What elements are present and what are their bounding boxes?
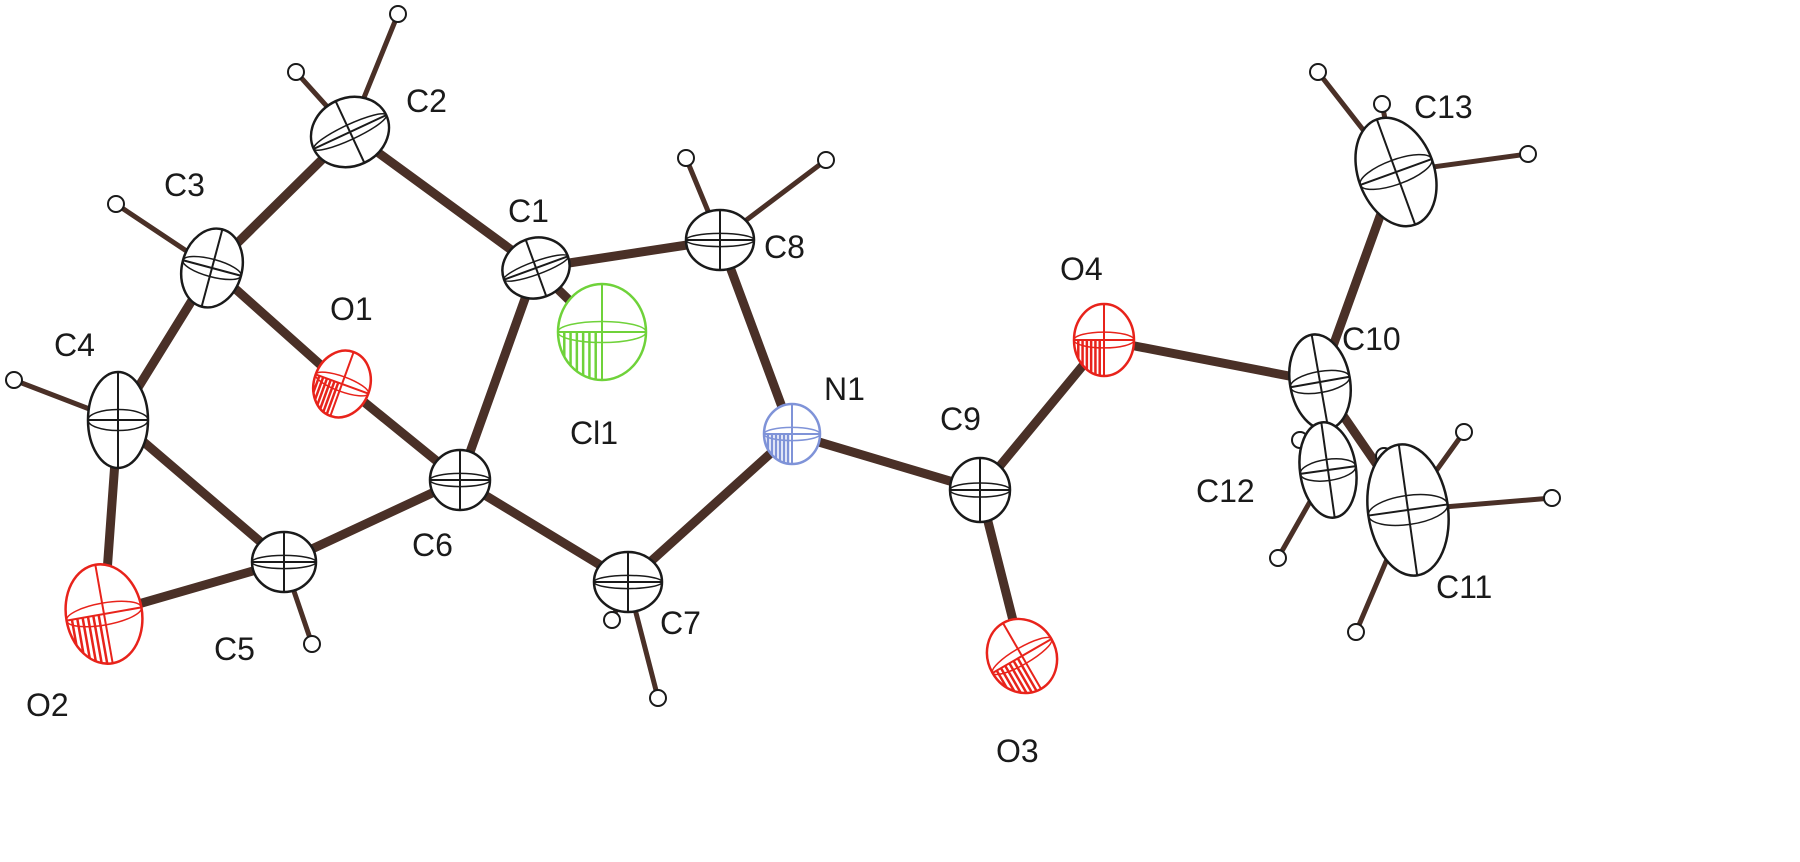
ellipsoid-octant-hatch [312,375,340,415]
ellipsoid-equator [991,636,1053,676]
atom-label-c4: C4 [54,327,95,363]
hydrogen-atom [1373,95,1391,113]
ellipsoid-equator [429,472,491,488]
atom-c7 [592,550,664,614]
ellipsoid-equator [251,554,317,570]
atom-c1 [501,236,571,300]
hydrogen-atoms-layer [5,5,1561,707]
hydrogen-atom [5,371,23,389]
ellipsoid-equator [685,232,755,248]
hydrogen-atom [1543,489,1561,507]
atom-o2 [64,563,144,665]
ellipsoid-equator [949,482,1011,498]
hydrogen-atom [303,635,321,653]
atom-label-o4: O4 [1060,251,1103,287]
atom-cl1 [556,282,648,382]
ellipsoid-axis [329,351,355,417]
ellipsoid-equator [763,426,821,442]
ellipsoid-axis [334,100,366,164]
ellipsoid-octant-hatch [766,434,790,464]
hydrogen-atom [1519,145,1537,163]
ellipsoid-axis [524,239,548,297]
atom-label-o2: O2 [26,687,69,723]
atom-label-c8: C8 [764,229,805,265]
bond-c1-c2 [345,127,541,273]
atom-c5 [250,530,318,594]
ellipsoid-equator [593,574,663,590]
atom-o3 [985,617,1059,695]
ellipsoid-axis [1002,622,1042,690]
hydrogen-atom [1309,63,1327,81]
atom-label-c10: C10 [1342,321,1401,357]
hydrogen-atom [1347,623,1365,641]
ellipsoid-equator [65,600,143,628]
atom-c2 [309,95,391,169]
ellipsoid-equator [1073,331,1135,349]
hydrogen-atom [107,195,125,213]
atom-label-c9: C9 [940,401,981,437]
hydrogen-atom [389,5,407,23]
ellipsoid-equator [87,408,149,432]
ellipsoid-equator [557,320,647,344]
atom-label-c11: C11 [1436,569,1492,605]
ellipsoid-axis [1397,444,1419,576]
atom-label-n1: N1 [824,371,865,407]
atom-label-c3: C3 [164,167,205,203]
atom-label-c7: C7 [660,605,701,641]
atom-label-c1: C1 [508,193,549,229]
atom-n1 [762,402,822,466]
hydrogen-atom [677,149,695,167]
atom-label-c2: C2 [406,83,447,119]
bond-o4-c10 [1099,335,1325,387]
bond-n1-c9 [787,429,985,495]
atom-c13 [1354,116,1438,228]
atom-label-o1: O1 [330,291,373,327]
atom-c8 [684,208,756,272]
bond-c8-n1 [715,235,797,439]
ellipsoid-octant-hatch [995,657,1038,694]
ellipsoid-equator [1367,493,1449,527]
ellipsoid-octant-hatch [70,614,109,664]
atom-c4 [86,370,150,470]
ellipsoid-equator [503,254,569,282]
ellipsoid-axis [1320,422,1336,518]
ellipsoid-axis [1375,119,1417,225]
hydrogen-atom [603,611,621,629]
bond-c1-c6 [455,263,541,485]
atom-label-c6: C6 [412,527,453,563]
atom-label-c12: C12 [1196,473,1255,509]
atom-c12 [1298,421,1358,519]
ellipsoid-equator [182,255,242,281]
bond-c4-c5 [113,415,289,567]
atom-label-c5: C5 [214,631,255,667]
atom-o1 [311,349,373,419]
ellipsoid-axis [200,229,224,307]
atom-label-cl1: Cl1 [570,415,618,451]
hydrogen-atom [649,689,667,707]
atoms-layer [64,95,1450,695]
ellipsoid-equator [1299,458,1357,482]
atom-label-c13: C13 [1414,89,1473,125]
atom-o4 [1072,302,1136,378]
hydrogen-atom [1455,423,1473,441]
hydrogen-atom [817,151,835,169]
atom-c11 [1366,443,1450,577]
ellipsoid-octant-hatch [563,332,597,380]
ellipsoid-equator [314,371,370,397]
ellipsoid-equator [1359,153,1433,191]
ellipsoid-axis [1310,334,1330,430]
ellipsoid-octant-hatch [1077,340,1101,376]
hydrogen-atom [1269,549,1287,567]
atom-c9 [948,456,1012,524]
atom-c6 [428,448,492,512]
bond-n1-c7 [623,429,797,587]
ellipsoid-equator [312,113,388,151]
atom-labels-layer: C1 C2 C3 C4 C5 C6 C7 C8 C9 C10 C11 C12 C… [26,83,1492,769]
hydrogen-atom [287,63,305,81]
atom-label-o3: O3 [996,733,1039,769]
ellipsoid-equator [1289,369,1351,395]
ellipsoid-axis [94,564,114,664]
atom-c3 [179,227,245,309]
